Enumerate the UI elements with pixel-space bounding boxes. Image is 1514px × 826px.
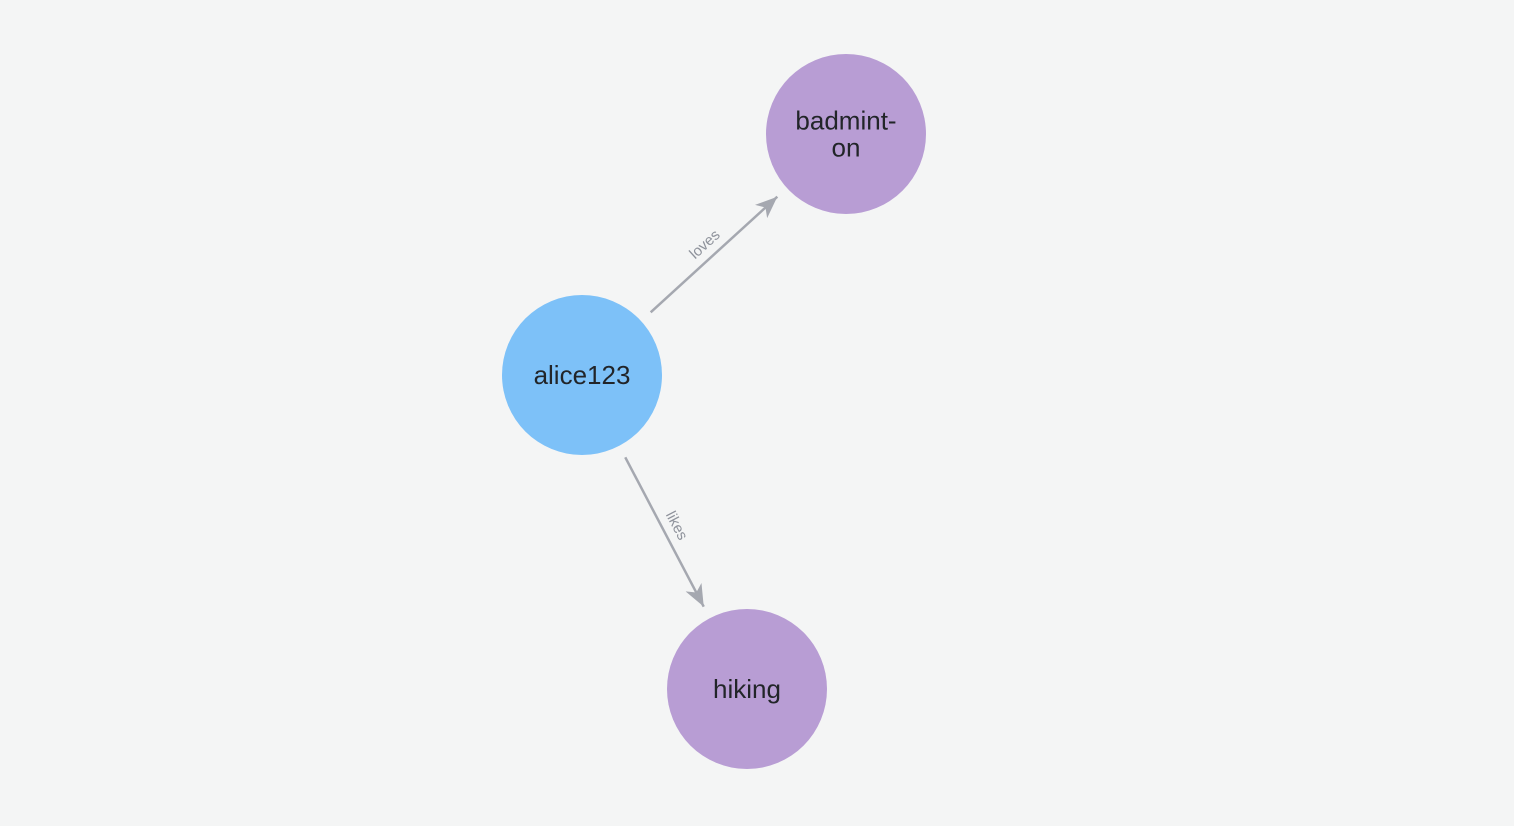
node-caption: hiking [713, 674, 781, 704]
node-circle[interactable] [502, 295, 662, 455]
graph-edge-loves[interactable]: loves [649, 195, 779, 314]
edge-line[interactable] [649, 195, 779, 314]
node-caption: alice123 [534, 360, 631, 390]
graph-node-alice123[interactable]: alice123 [502, 295, 662, 455]
graph-node-badminton[interactable]: badmint-on [766, 54, 926, 214]
node-circle[interactable] [766, 54, 926, 214]
edge-line[interactable] [624, 456, 705, 608]
node-circle[interactable] [667, 609, 827, 769]
edge-label[interactable]: loves [686, 226, 723, 262]
graph-node-hiking[interactable]: hiking [667, 609, 827, 769]
node-caption-line: hiking [713, 674, 781, 704]
node-caption-line: alice123 [534, 360, 631, 390]
node-caption-line: badmint- [795, 106, 896, 136]
node-caption: badmint-on [795, 106, 896, 163]
graph-edge-likes[interactable]: likes [624, 456, 705, 608]
node-caption-line: on [832, 133, 861, 163]
